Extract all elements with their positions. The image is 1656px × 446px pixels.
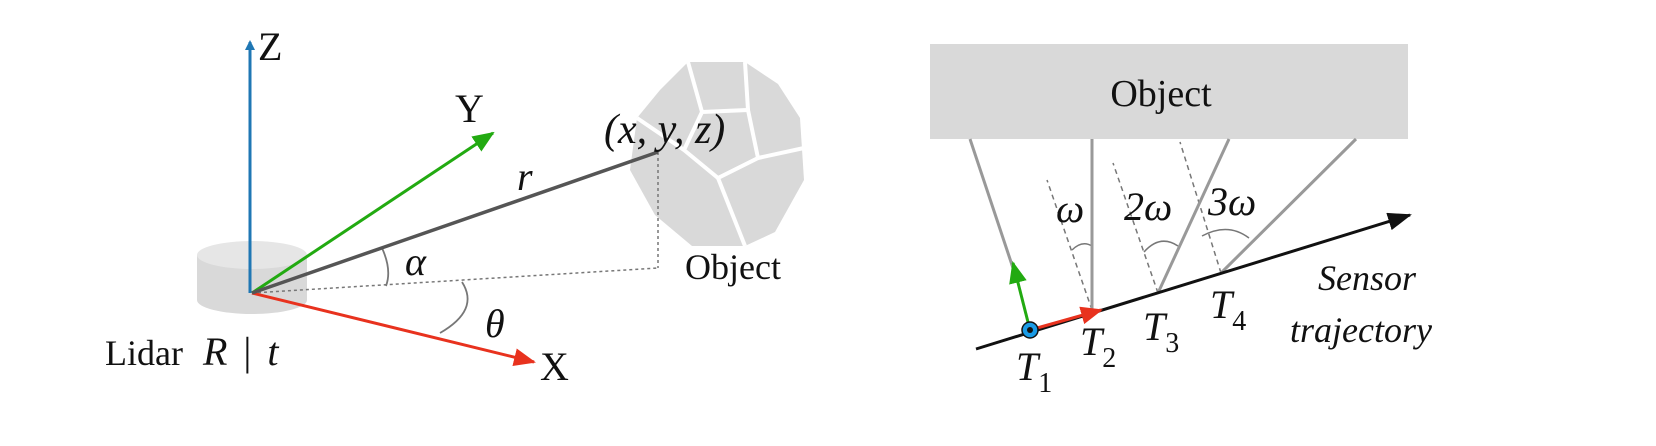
t1-label: T1: [1016, 344, 1052, 399]
omega-label-3: 3ω: [1207, 179, 1256, 224]
t1-green-arrow: [1009, 261, 1032, 331]
x-axis: [251, 291, 536, 366]
right-panel: Object ω 2ω: [930, 44, 1432, 399]
lidar-beams: [968, 137, 1358, 310]
left-panel: Z Y X r (x, y, z) α θ Object Lidar R | t: [105, 24, 805, 389]
object-polyhedron: [630, 61, 805, 247]
t3-label: T3: [1143, 304, 1179, 359]
t1-red-arrow: [1029, 306, 1103, 332]
lidar-label: Lidar R | t: [105, 329, 279, 374]
range-label: r: [517, 154, 533, 199]
sensor-trajectory: [975, 212, 1412, 351]
t1-marker: [1021, 321, 1039, 339]
range-line: [251, 150, 659, 295]
x-axis-label: X: [540, 344, 569, 389]
projection-lines: [251, 152, 659, 294]
omega-label-2: 2ω: [1124, 184, 1172, 229]
t4-label: T4: [1210, 282, 1246, 337]
object-box: [930, 44, 1408, 139]
y-axis: [251, 131, 495, 295]
alpha-label: α: [405, 239, 427, 284]
y-axis-label: Y: [455, 86, 484, 131]
z-axis-label: Z: [258, 24, 282, 69]
reference-dashes: [1046, 141, 1222, 311]
t2-label: T2: [1080, 319, 1116, 374]
alpha-arc: [381, 247, 390, 287]
object-box-label: Object: [1110, 73, 1212, 115]
omega-arcs: [1071, 228, 1250, 253]
object-label-left: Object: [685, 247, 781, 287]
point-label: (x, y, z): [604, 107, 725, 153]
omega-label-1: ω: [1056, 186, 1084, 231]
theta-arc: [439, 281, 469, 334]
theta-label: θ: [485, 301, 505, 346]
sensor-label: Sensor: [1318, 258, 1417, 298]
trajectory-label: trajectory: [1290, 310, 1432, 350]
